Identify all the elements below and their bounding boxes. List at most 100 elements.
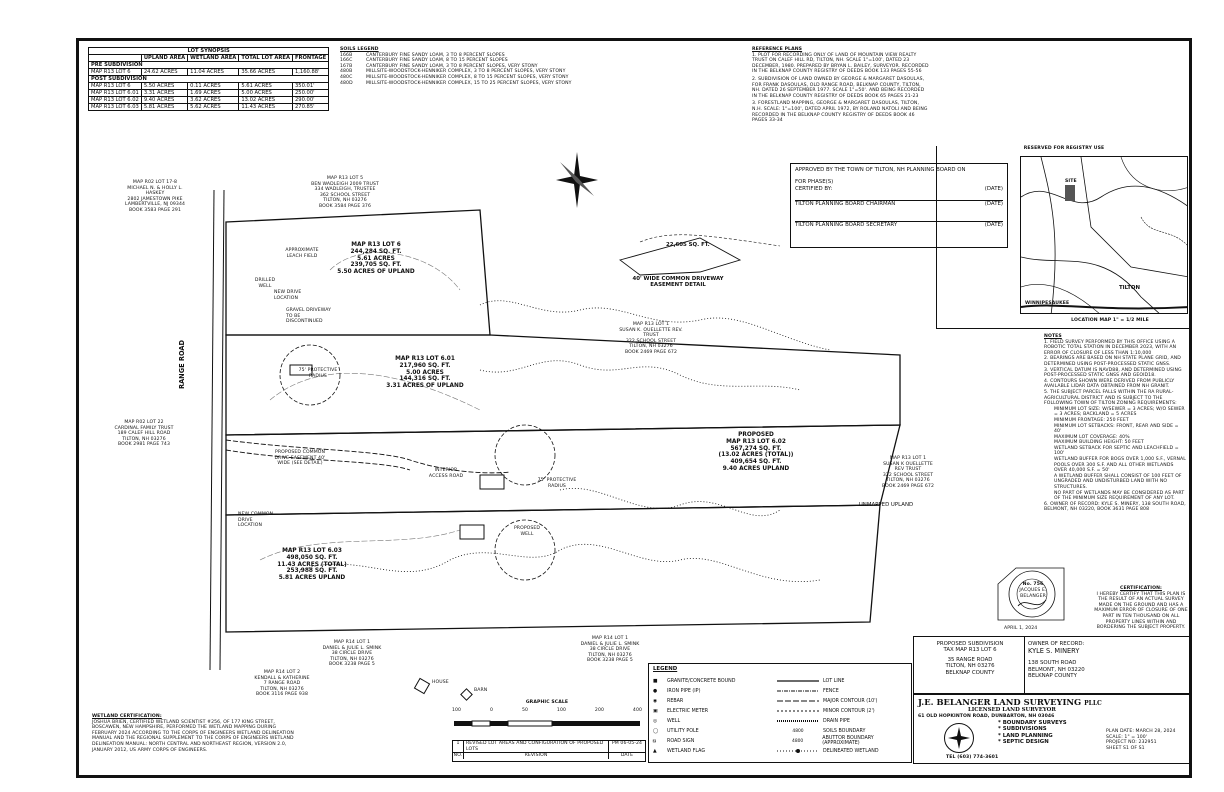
map-text: 244,284 SQ. FT. [350, 248, 402, 255]
legend-label: SOILS BOUNDARY [823, 728, 866, 734]
pre-subdivision-label: PRE SUBDIVISION [87, 61, 330, 69]
scale-ticks: 100 0 50 100 200 400 [452, 708, 642, 714]
soil-desc: CANTERBURY FINE SANDY LOAM, 3 TO 8 PERCE… [366, 52, 505, 58]
protective-radius [279, 344, 341, 406]
map-text: 498,050 SQ. FT. [286, 554, 338, 561]
service-item: * LAND PLANNING [998, 732, 1053, 739]
soil-code: 480C [340, 74, 353, 80]
revision-header: NO. REVISION DATE [453, 753, 645, 759]
legend-right: LOT LINE FENCE MAJOR CONTOUR (10') MINOR… [777, 676, 911, 756]
soil-desc: CANTERBURY FINE SANDY LOAM, 3 TO 8 PERCE… [366, 63, 538, 69]
map-text: 5.50 ACRES OF UPLAND [337, 269, 415, 276]
road-edge-east [219, 189, 225, 670]
synopsis-header: WETLAND AREA [187, 54, 240, 62]
lot-601-boundary [225, 334, 901, 436]
approval-chairman: TILTON PLANNING BOARD CHAIRMAN [795, 201, 896, 208]
soil-desc: MILLSITE-WOODSTOCK-HENNIKER COMPLEX, 8 T… [366, 74, 569, 80]
company-name-text: J.E. BELANGER LAND SURVEYING [918, 697, 1082, 707]
legend-label: FENCE [823, 688, 839, 694]
map-text: MAP R13 LOT 6 [351, 242, 401, 248]
company-licensed: LICENSED LAND SURVEYOR [968, 707, 1056, 713]
map-text: MAP R13 LOT 6.03 [282, 548, 342, 554]
synopsis-header: FRONTAGE [291, 54, 330, 62]
table-cell: 1,160.88' [291, 68, 330, 76]
drilled-well-label: DRILLED WELL [254, 278, 276, 289]
soil-code: 480B [340, 69, 353, 75]
table-cell: 350.01' [291, 82, 330, 90]
easement-edge [639, 234, 781, 247]
legend-label: GRANITE/CONCRETE BOUND [667, 678, 736, 684]
notes: NOTES 1. FIELD SURVEY PERFORMED BY THIS … [1044, 334, 1186, 513]
legend-item: ▲WETLAND FLAG [653, 748, 706, 754]
tilton-label: TILTON [1119, 285, 1140, 291]
owner-name: KYLE S. MINERY [1028, 647, 1080, 656]
note-item: A WETLAND BUFFER SHALL CONSIST OF 100 FE… [1054, 473, 1182, 491]
lot-synopsis-title: LOT SYNOPSIS [87, 47, 330, 55]
graphic-scale-title: GRAPHIC SCALE [525, 700, 569, 705]
table-cell: 0.11 ACRES [187, 82, 240, 90]
owner-label: OWNER OF RECORD: [1028, 641, 1085, 647]
plan-date: PLAN DATE: MARCH 28, 2024 [1106, 729, 1176, 734]
map-text: 567,274 SQ. FT. [730, 445, 782, 452]
note-item: MAXIMUM LOT COVERAGE: 40% [1054, 434, 1130, 440]
reference-plan-item: 3. FORESTLAND MAPPING, GEORGE & MARGARET… [752, 101, 928, 124]
common-drive-line [225, 449, 411, 471]
protective-radius-label: 75' PROTECTIVE RADIUS [298, 368, 338, 379]
table-cell: 35.66 ACRES [238, 68, 293, 76]
soil-code: 480D [340, 80, 353, 86]
note-item: NO PART OF WETLANDS MAY BE CONSIDERED AS… [1054, 490, 1185, 502]
map-text: 239,705 SQ. FT. [350, 262, 402, 269]
table-row: MAP R13 LOT 6.03 5.81 ACRES 5.62 ACRES 1… [88, 103, 330, 111]
owner-address: 138 SOUTH ROAD [1028, 660, 1077, 667]
legend-item: MINOR CONTOUR (2') [777, 706, 911, 716]
contour-line [329, 252, 461, 291]
title-block-owner: OWNER OF RECORD: KYLE S. MINERY 138 SOUT… [1028, 641, 1188, 680]
soil-desc: CANTERBURY FINE SANDY LOAM, 8 TO 15 PERC… [366, 58, 508, 64]
table-cell: 5.00 ACRES [238, 89, 293, 97]
approval-secretary: TILTON PLANNING BOARD SECRETARY [795, 221, 898, 228]
table-cell: 250.00' [291, 89, 330, 97]
revision-header-rev: REVISION [524, 753, 548, 758]
location-map: SITE TILTON WINNIPESAUKEE [1020, 156, 1188, 314]
legend-title: LEGEND [653, 666, 678, 672]
map-text: MAP R13 LOT 6.02 [726, 438, 786, 445]
service-item: * SUBDIVISIONS [998, 726, 1047, 733]
abutter-label: MAP R14 LOT 1 DANIEL & JULIE L. SMINK 38… [580, 636, 640, 664]
owner-address: BELMONT, NH 03220 [1028, 666, 1085, 673]
seal-number: No. 756 [1022, 582, 1044, 587]
table-cell: 11.43 ACRES [238, 103, 293, 111]
revision-row: 1 REVISED LOT AREAS AND CONFIGURATION OF… [453, 741, 645, 753]
sheet-number: SHEET S1 OF S1 [1106, 745, 1145, 751]
interior-road-label: INTERIOR ACCESS ROAD [428, 468, 464, 479]
table-cell: 24.62 ACRES [140, 68, 189, 76]
leach-field-label: APPROXIMATE LEACH FIELD [285, 248, 319, 259]
soil-code: 166C [340, 58, 353, 64]
map-text: 11.43 ACRES (TOTAL) [277, 561, 347, 568]
table-row: MAP R13 LOT 6.01 3.31 ACRES 1.69 ACRES 5… [88, 89, 330, 97]
soil-code: 167B [340, 63, 353, 69]
legend-label: WETLAND FLAG [667, 748, 706, 754]
easement-detail [618, 237, 742, 276]
legend-item: ▣ELECTRIC METER [653, 708, 709, 714]
location-map-caption: LOCATION MAP 1" = 1/2 MILE [1071, 318, 1149, 323]
common-drive-line [225, 439, 511, 474]
title-line: TAX MAP R13 LOT 6 [943, 647, 997, 654]
company-services: * BOUNDARY SURVEYS * SUBDIVISIONS * LAND… [998, 720, 1067, 746]
table-row: MAP R13 LOT 6 5.50 ACRES 0.11 ACRES 5.61… [88, 82, 330, 90]
abutter-label: MAP R13 LOT 1 SUSAN K. OUELLETTE REV. TR… [619, 322, 683, 355]
title-block-project: PROPOSED SUBDIVISION TAX MAP R13 LOT 6 3… [920, 641, 1020, 676]
scale-tick: 400 [632, 707, 642, 713]
legend-label: MINOR CONTOUR (2') [823, 708, 875, 714]
divider [1024, 637, 1025, 693]
seal-graphic [997, 567, 1065, 621]
house-label: HOUSE [432, 680, 449, 685]
table-cell: 5.81 ACRES [140, 103, 189, 111]
reference-plans: REFERENCE PLANS 1. PLOT FOR RECORDING ON… [752, 47, 930, 124]
legend-sample: 4800 [792, 728, 804, 734]
abutter-label: MAP R02 LOT 22 CARDINAL FAMILY TRUST 189… [114, 420, 174, 448]
title-line: BELKNAP COUNTY [945, 669, 995, 676]
